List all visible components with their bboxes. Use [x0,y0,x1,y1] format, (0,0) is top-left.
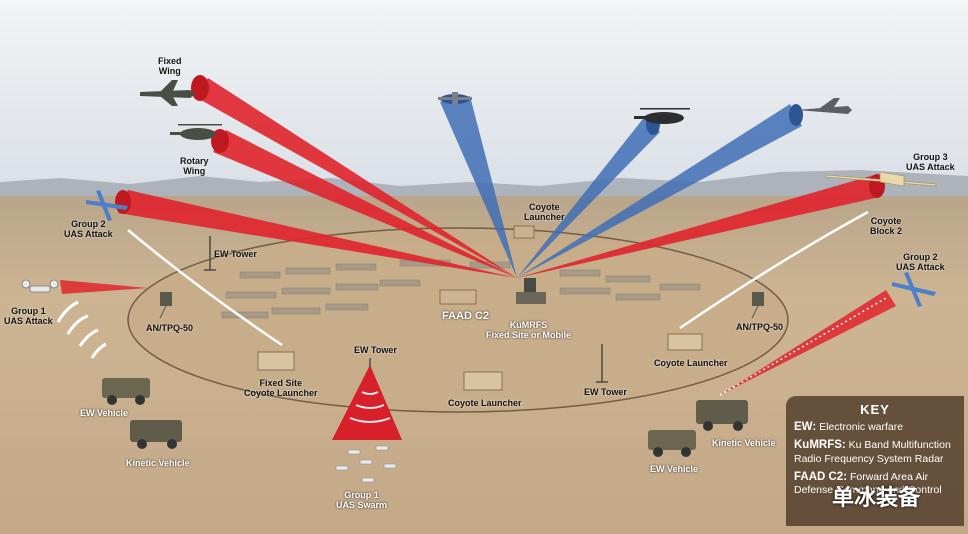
ew-tower-left-icon [204,236,216,271]
coyote-trail-left [127,229,283,347]
group1-swarm-icon [335,445,397,483]
key-title: KEY [860,402,890,417]
key-row-kumrfs: KuMRFS: Ku Band Multifunction Radio Freq… [794,438,951,465]
beam-group2-left-cap [115,190,131,214]
label-antpq-right: AN/TPQ-50 [736,322,784,332]
beam-helicopter [517,115,660,278]
ew-tower-right-icon [596,344,608,383]
group3-uas-icon [825,171,937,187]
legend-key: KEY EW: Electronic warfare KuMRFS: Ku Ba… [786,396,964,526]
jet-right-icon [796,98,852,114]
label-ew-tower-right: EW Tower [584,387,627,397]
sound-wave-icon [56,300,107,359]
label-coyote-launcher-center: Coyote Launcher [448,398,522,408]
kumrfs-radar-icon [516,278,546,304]
coyote-trail-right [679,210,869,330]
beam-jet-right [517,104,802,278]
fixed-wing-jet-icon [140,80,196,106]
label-faad-c2: FAAD C2 [442,310,490,322]
label-ew-vehicle-right: EW Vehicle [650,464,699,474]
ew-tower-jam-cone [332,365,402,440]
beam-jet-right-cap [789,104,803,126]
beam-rotary-wing [213,130,517,278]
label-kinetic-vehicle-left: Kinetic Vehicle [126,458,190,468]
group1-quadcopter-icon [21,279,59,293]
fixed-site-launcher-icon [257,351,295,371]
coyote-launcher-right-icon [667,333,703,351]
coyote-launcher-top-icon [513,225,535,239]
group2-uas-right-icon [892,272,936,307]
ground-equipment [56,225,764,483]
label-kinetic-vehicle-right: Kinetic Vehicle [712,438,776,448]
group2-uas-left-icon [86,190,128,221]
beam-fixed-wing [192,78,517,278]
helicopter-right-icon [634,108,690,124]
beam-group3 [517,175,880,278]
beam-fixed-wing-cap [191,75,209,101]
ew-vehicle-left-icon [102,378,150,405]
blue-beams [440,94,803,278]
key-row-faad-c2: FAAD C2: Forward Area Air Defense Comman… [794,470,942,497]
label-antpq-left: AN/TPQ-50 [146,323,194,333]
label-ew-tower-left: EW Tower [214,249,257,259]
kinetic-vehicle-right-icon [696,400,748,431]
beam-group1 [60,280,148,294]
label-coyote-launcher-right: Coyote Launcher [654,358,728,368]
watermark: 单冰装备 [832,486,921,511]
beam-group2-left [118,190,517,278]
beam-uas-top [440,96,517,278]
label-ew-vehicle-left: EW Vehicle [80,408,129,418]
top-uas-icon [438,92,472,104]
key-row-ew: EW: Electronic warfare [794,421,904,433]
kinetic-tracer [719,297,887,396]
faad-c2-shelter-icon [439,289,477,305]
label-ew-tower-center: EW Tower [354,345,397,355]
kinetic-vehicle-left-icon [130,420,182,449]
antpq-right-radar-icon [751,292,764,319]
antpq-left-radar-icon [159,292,172,319]
rotary-wing-helicopter-icon [170,124,222,140]
coyote-launcher-center-icon [463,371,503,391]
ew-vehicle-right-icon [648,430,696,457]
red-beams [60,75,896,440]
